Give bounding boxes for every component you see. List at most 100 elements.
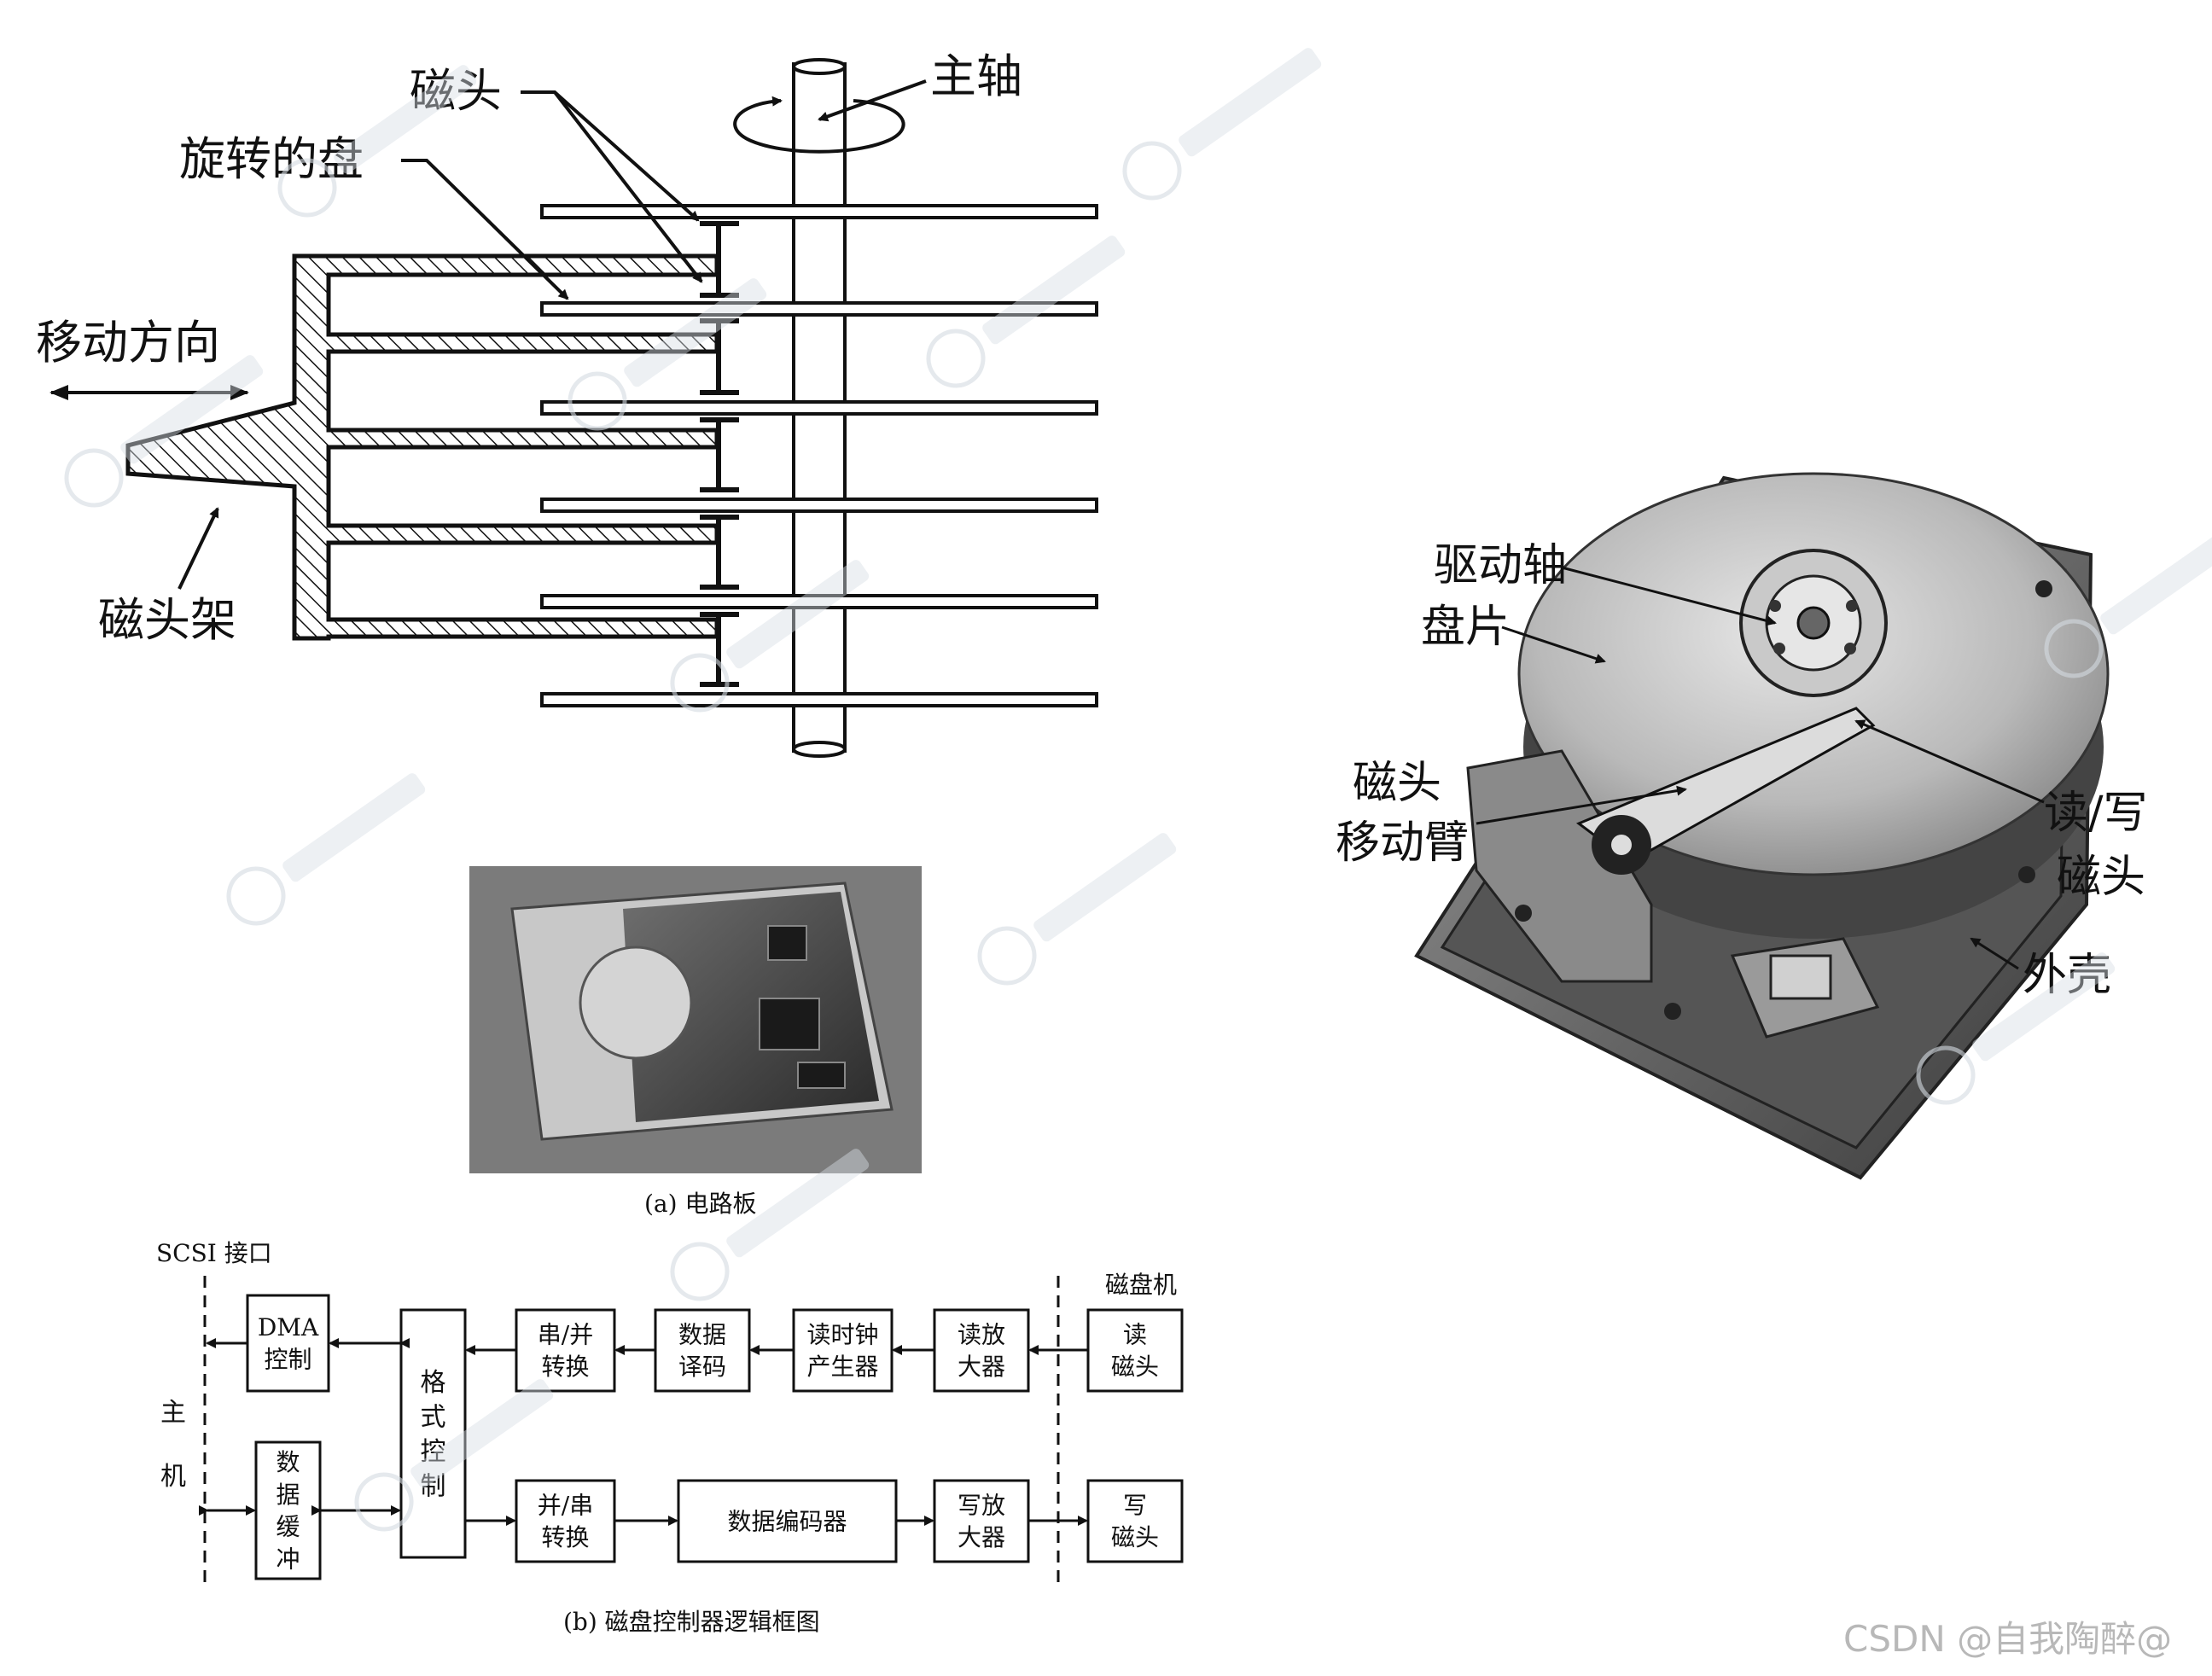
chip-small — [767, 925, 807, 961]
watermark-seal-6 — [64, 355, 264, 508]
platter-6 — [540, 692, 1098, 707]
platter-2 — [540, 301, 1098, 317]
spindle-top — [792, 58, 847, 75]
cd-box-text: 转换 — [541, 1523, 589, 1551]
disk-leader — [401, 159, 569, 300]
label-drive-shaft: 驱动轴 — [1434, 540, 1567, 591]
cd-box-text: 控 — [421, 1437, 446, 1467]
label-head: 磁头 — [410, 64, 502, 118]
cd-box-text: 缓 — [276, 1513, 300, 1541]
rotation-arrow — [733, 96, 905, 154]
cd-box-encoder: 数据编码器 — [677, 1479, 898, 1563]
cd-box-text: 数据 — [678, 1320, 726, 1348]
cd-box-text: 大器 — [958, 1523, 1005, 1551]
watermark-seal-8 — [977, 833, 1177, 986]
label-platter: 盘片 — [1421, 602, 1510, 653]
platter-4 — [540, 498, 1098, 513]
label-arm-1: 磁头 — [1353, 758, 1441, 809]
watermark-seal-9 — [670, 1149, 870, 1301]
watermark-seal-12 — [2044, 526, 2212, 678]
cd-box-text: 大器 — [958, 1353, 1005, 1381]
chip-main — [759, 998, 820, 1050]
cd-box-text: 数 — [276, 1448, 300, 1476]
watermark-seal-11 — [1916, 952, 2116, 1105]
cd-box-write-head: 写磁头 — [1086, 1479, 1184, 1563]
arm-pivot-center — [1611, 835, 1632, 855]
platter-5 — [540, 594, 1098, 609]
cd-box-sp: 串/并转换 — [515, 1308, 616, 1393]
hub-screw-2 — [1846, 600, 1858, 612]
case-leader — [1970, 937, 2019, 970]
cd-box-dma: DMA 控制 — [246, 1294, 330, 1393]
label-disk-machine: 磁盘机 — [1105, 1271, 1177, 1299]
platter-diagram: 磁头 主轴 旋转的盘 移动方向 磁头架 — [36, 49, 1098, 758]
platter-3 — [540, 400, 1098, 416]
drive-shaft-leader — [1561, 566, 1777, 626]
hub-screw-1 — [1769, 600, 1781, 612]
label-arm-2: 移动臂 — [1336, 818, 1469, 869]
hub-screw-4 — [1844, 643, 1856, 655]
cd-box-text: 读放 — [958, 1320, 1005, 1348]
watermark-seal-10 — [354, 1379, 554, 1532]
spindle-bottom — [792, 741, 847, 758]
cd-box-ps: 并/串转换 — [515, 1479, 616, 1563]
connector-chip — [1769, 954, 1832, 1000]
hub-screw-3 — [1773, 643, 1785, 655]
hdd-illustration: 驱动轴 盘片 磁头 移动臂 读/写 磁头 外壳 — [1336, 472, 2148, 1180]
caption-controller: (b) 磁盘控制器逻辑框图 — [563, 1608, 820, 1636]
cd-box-text: DMA — [258, 1313, 319, 1341]
cd-box-text: 读 — [1123, 1320, 1147, 1348]
cd-box-text: 冲 — [276, 1545, 300, 1574]
cd-box-text: 式 — [421, 1402, 446, 1432]
watermarks — [64, 48, 2212, 1532]
cd-box-text: 产生器 — [806, 1353, 878, 1381]
csdn-watermark: CSDN @自我陶醉@ — [1843, 1618, 2172, 1660]
carriage-leader — [178, 507, 219, 590]
label-rw-1: 读/写 — [2044, 788, 2148, 839]
cd-box-text: 控制 — [264, 1346, 311, 1374]
spindle-motor — [579, 946, 693, 1060]
controller-diagram: SCSI 接口 磁盘机 主 机 DMA控制数据缓冲格式控制串/并转换数据译码读时… — [156, 1239, 1184, 1636]
label-scsi: SCSI 接口 — [156, 1239, 272, 1267]
caption-circuit: (a) 电路板 — [644, 1190, 756, 1218]
cd-box-text: 读时钟 — [806, 1320, 878, 1348]
chip-lower — [797, 1062, 846, 1089]
cd-box-text: 磁头 — [1111, 1353, 1159, 1381]
cd-box-text: 并/串 — [538, 1491, 593, 1519]
label-head-carriage: 磁头架 — [98, 593, 236, 647]
head-leader-1 — [521, 90, 700, 222]
arm-leader — [1476, 785, 1687, 825]
watermark-seal-2 — [926, 236, 1126, 388]
rw-leader — [1854, 719, 2045, 804]
cd-box-text: 译码 — [678, 1353, 726, 1381]
cd-box-read-head: 读磁头 — [1086, 1308, 1184, 1393]
case-screw-3 — [1664, 1003, 1681, 1020]
watermark-seal-1 — [277, 65, 477, 218]
cd-box-text: 数据编码器 — [727, 1507, 847, 1535]
cd-box-text: 据 — [276, 1481, 300, 1509]
cd-box-text: 串/并 — [538, 1320, 593, 1348]
label-spindle: 主轴 — [930, 49, 1022, 103]
label-host-2: 机 — [160, 1462, 186, 1492]
watermark-seal-4 — [568, 278, 767, 431]
cd-box-text: 写放 — [958, 1491, 1005, 1519]
hub-center — [1796, 606, 1831, 640]
cd-box-text: 磁头 — [1111, 1523, 1159, 1551]
cd-box-text: 转换 — [541, 1353, 589, 1381]
spindle-leader — [818, 79, 927, 122]
case-screw-2 — [1515, 905, 1532, 922]
cd-box-text: 写 — [1123, 1491, 1147, 1519]
label-host-1: 主 — [160, 1398, 186, 1428]
label-direction: 移动方向 — [36, 316, 220, 370]
cd-box-text: 制 — [421, 1471, 446, 1501]
cd-box-text: 格 — [421, 1368, 446, 1398]
head-leader-2 — [553, 90, 703, 283]
case-screw-1 — [2035, 580, 2052, 597]
